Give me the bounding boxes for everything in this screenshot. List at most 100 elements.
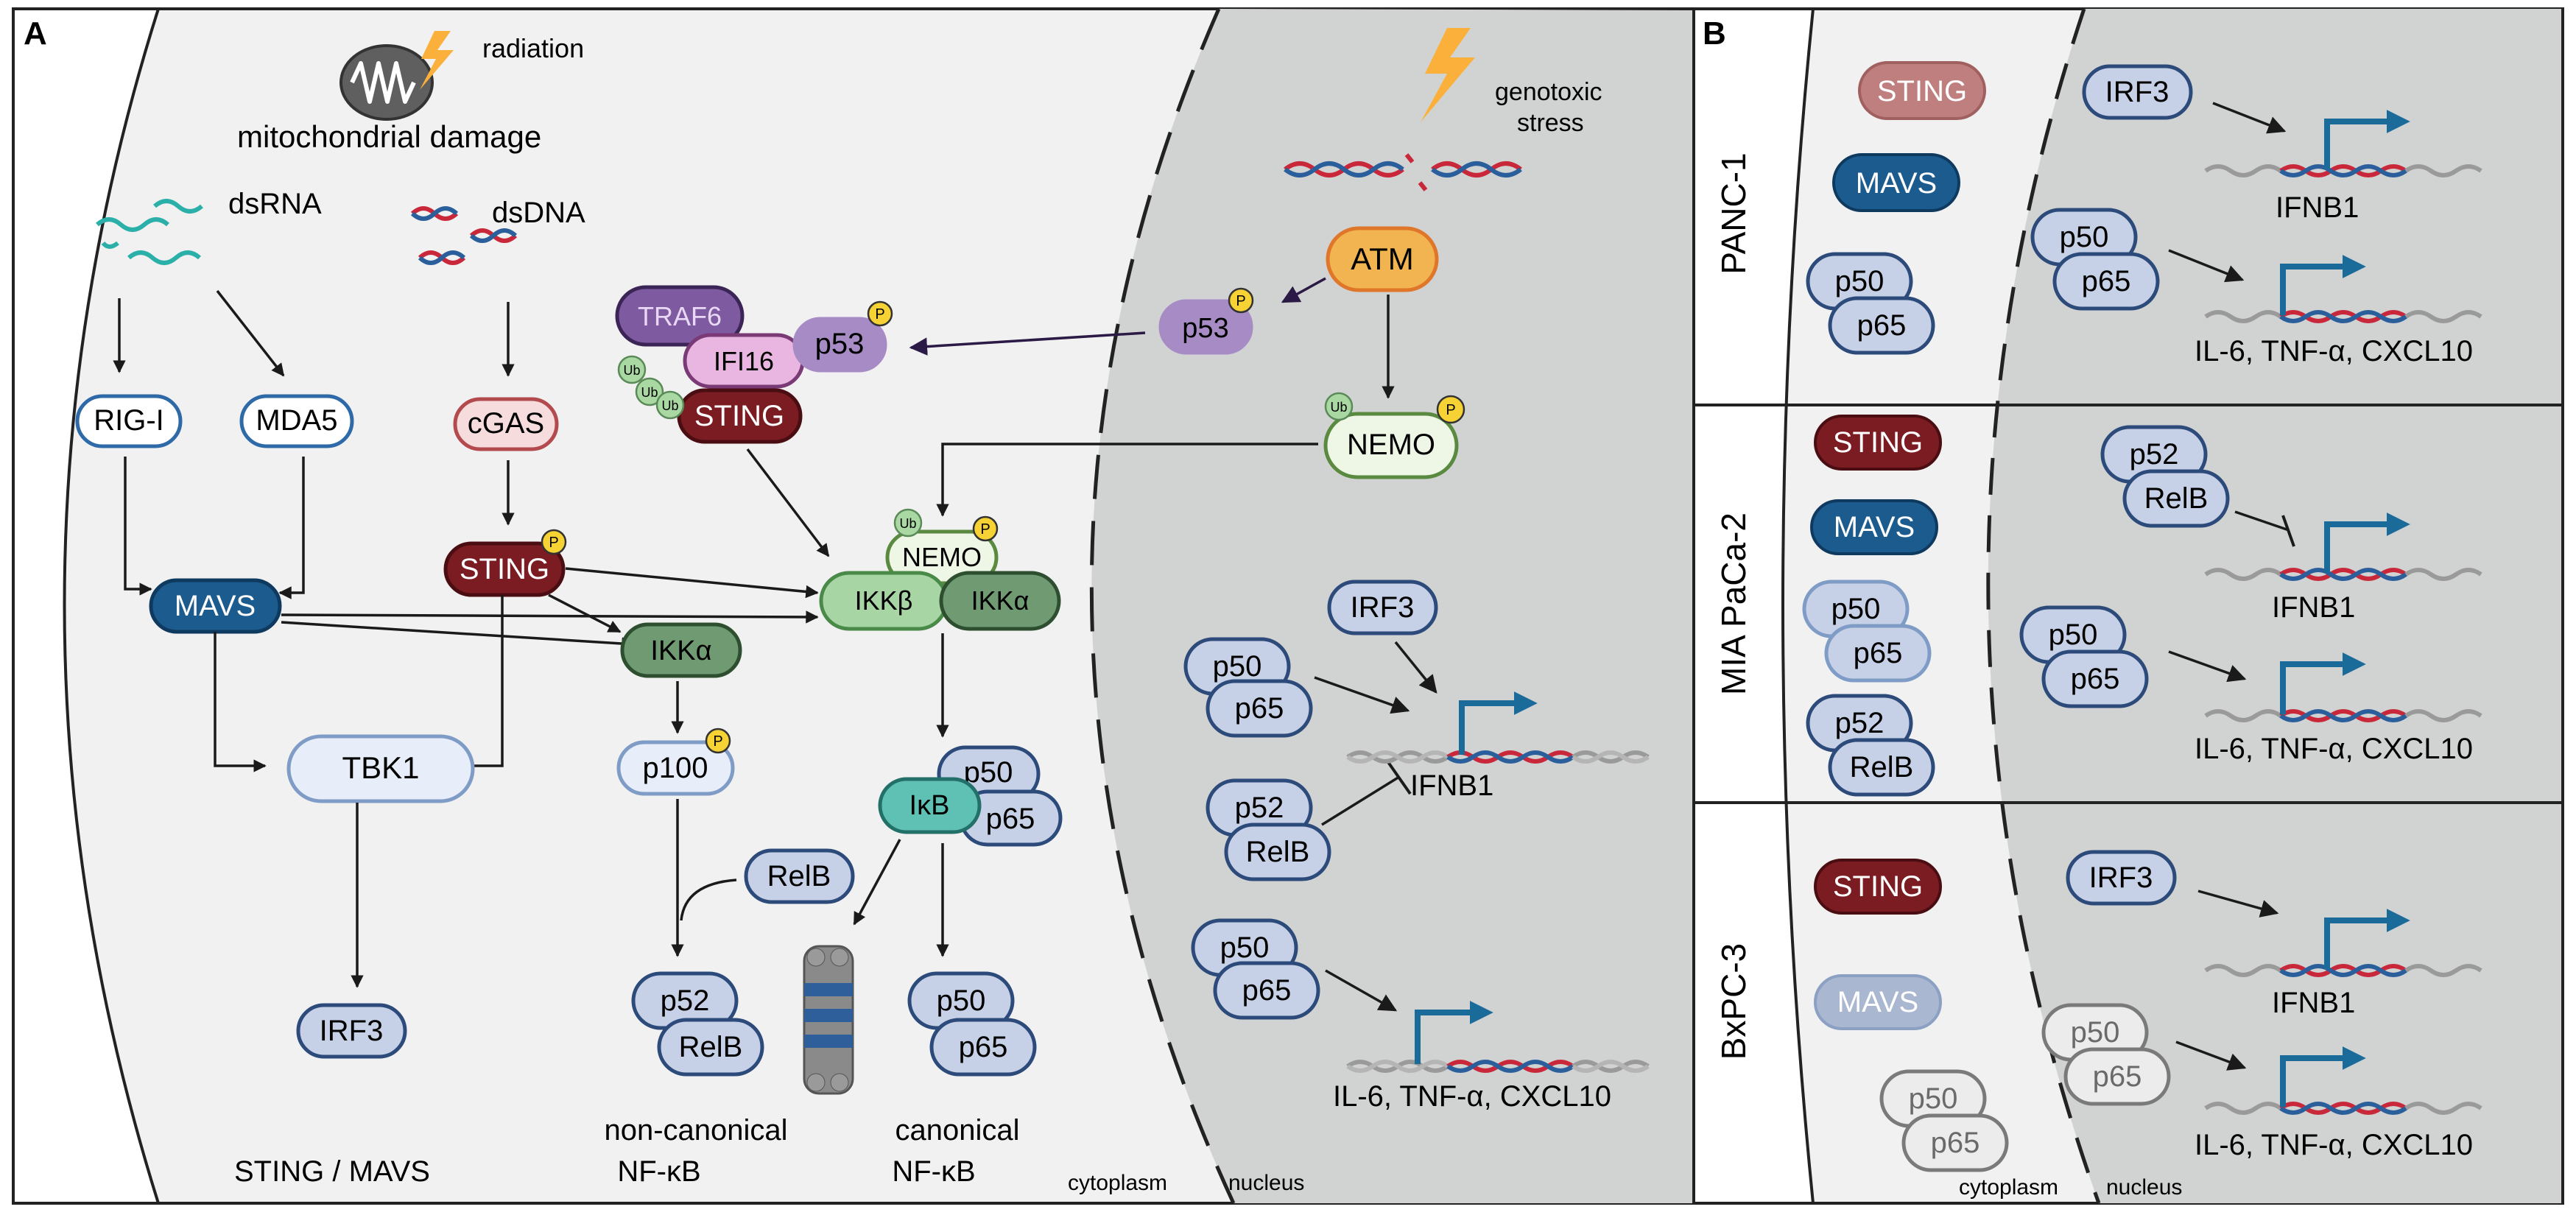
p65-ikb-label: p65 — [986, 803, 1035, 835]
irf3-nuc-node — [1327, 580, 1438, 635]
p65-label: p65 — [2071, 663, 2120, 695]
dsdna-icon — [410, 206, 518, 265]
p50-label: p50 — [1831, 593, 1881, 625]
sting-top-label: STING — [694, 400, 784, 432]
nucleus-label: nucleus — [2106, 1175, 2182, 1200]
ifnb1-label: IFNB1 — [2276, 191, 2359, 224]
ub-label: Ub — [641, 385, 658, 400]
cytokines-label: IL-6, TNF-α, CXCL10 — [2195, 335, 2473, 367]
mda5-node — [239, 394, 354, 448]
panel-a: A radiation mitochondrial damage dsRNA d… — [12, 7, 1695, 1205]
cytokines-label: IL-6, TNF-α, CXCL10 — [1333, 1080, 1611, 1113]
mavs-label: MAVS — [175, 590, 256, 622]
p100-node — [616, 740, 735, 796]
damaged-dna-icon — [1284, 153, 1522, 191]
p65-label: p65 — [2082, 265, 2131, 297]
traf6-label: TRAF6 — [638, 301, 722, 331]
p53-nuc-label: p53 — [1182, 313, 1228, 344]
phospho-label: P — [1236, 293, 1245, 309]
mavs-label: MAVS — [1856, 167, 1937, 200]
nuclear-envelope — [1089, 7, 1236, 1205]
ub-label: Ub — [661, 398, 678, 413]
rig-i-label: RIG-I — [94, 404, 164, 437]
p50-canon-label: p50 — [937, 985, 986, 1017]
relb-nuc-label: RelB — [1246, 836, 1310, 868]
irf3-left-label: IRF3 — [320, 1015, 384, 1047]
phospho-label: P — [980, 521, 990, 538]
p50-nuc2-label: p50 — [1220, 932, 1270, 964]
p52-label: p52 — [2130, 438, 2179, 471]
tbk1-label: TBK1 — [342, 750, 419, 785]
noncanonical-label-2: NF-κB — [617, 1155, 700, 1188]
ikka-complex-label: IKKα — [971, 585, 1030, 616]
cgas-label: cGAS — [468, 407, 544, 440]
ubiquitin-chain: Ub Ub Ub — [617, 355, 685, 420]
gene-ifnb1-dna — [2204, 964, 2482, 977]
radiation-label: radiation — [482, 33, 584, 63]
p50-ikb-label: p50 — [964, 756, 1013, 789]
gene-cytokine-dna — [2204, 310, 2482, 323]
sting-label: STING — [1833, 426, 1923, 459]
relb-2-node — [657, 1018, 764, 1077]
sting-mid-node — [443, 541, 566, 597]
proteasome-icon — [803, 945, 854, 1095]
ikka-left-node — [620, 622, 742, 678]
cytoplasm-label: cytoplasm — [1959, 1175, 2058, 1200]
relb-nuc-node — [1224, 823, 1331, 881]
p65-label: p65 — [1854, 637, 1903, 669]
nucleus-label: nucleus — [1228, 1171, 1304, 1195]
p50-label: p50 — [2060, 221, 2109, 253]
ifnb1-label: IFNB1 — [2272, 987, 2355, 1019]
atm-label: ATM — [1351, 242, 1414, 276]
canonical-label-2: NF-κB — [892, 1155, 975, 1188]
gene-cytokine-dna — [1346, 1060, 1650, 1073]
gene-cytokine-dna — [2204, 709, 2482, 722]
row-panc1: PANC-1 STING MAVS p50 p65 IRF3 IFNB1 p50 — [1714, 61, 2482, 367]
mavs-label: MAVS — [1837, 986, 1918, 1018]
atm-node — [1326, 226, 1439, 292]
ifnb1-label: IFNB1 — [2272, 591, 2355, 624]
relb-2-label: RelB — [679, 1031, 743, 1063]
row-bxpc3: BxPC-3 STING MAVS p50 p65 IRF3 IFNB1 p50 — [1714, 850, 2482, 1172]
cell-line-label: PANC-1 — [1714, 152, 1753, 274]
phospho-label: P — [1446, 402, 1455, 418]
transcription-start-arrow — [1459, 691, 1538, 755]
ikka-left-label: IKKα — [650, 635, 711, 666]
genotoxic-label-2: stress — [1517, 109, 1584, 137]
cell-line-label: MIA PaCa-2 — [1714, 513, 1753, 695]
ub-label: Ub — [899, 516, 916, 531]
p53-nuc-node — [1158, 299, 1253, 355]
tbk1-node — [286, 734, 475, 803]
ub-label: Ub — [623, 363, 640, 378]
p50-label: p50 — [2049, 619, 2098, 651]
p65-canon-label: p65 — [959, 1031, 1008, 1063]
relb-label: RelB — [2144, 482, 2209, 515]
ub-label: Ub — [1330, 400, 1347, 415]
sting-label: STING — [1833, 870, 1923, 903]
p65-label: p65 — [1857, 309, 1907, 342]
ifnb1-label: IFNB1 — [1410, 770, 1493, 802]
p65-nuc2-node — [1213, 961, 1320, 1020]
ikb-label: IκB — [909, 790, 950, 821]
panel-b-label: B — [1703, 15, 1726, 52]
lightning-icon — [1421, 28, 1475, 122]
mavs-node — [1832, 153, 1960, 212]
p52-label: p52 — [661, 985, 710, 1017]
p52-nuc-label: p52 — [1235, 792, 1284, 824]
p65-label: p65 — [2093, 1060, 2142, 1093]
irf3-label: IRF3 — [2105, 76, 2169, 108]
p52-label: p52 — [1835, 707, 1885, 739]
mitochondrion-icon — [339, 44, 434, 121]
noncanonical-label-1: non-canonical — [604, 1114, 787, 1147]
irf3-nuc-label: IRF3 — [1351, 591, 1415, 624]
cytoplasm-label: cytoplasm — [1068, 1171, 1167, 1195]
ikka-complex-node — [939, 571, 1061, 631]
p50-nuc1-label: p50 — [1213, 650, 1262, 683]
dsdna-label: dsDNA — [492, 197, 585, 229]
phospho-label: P — [875, 306, 884, 323]
panel-b: B PANC-1 STING MAVS p50 p65 IRF3 IFNB1 — [1692, 7, 2564, 1205]
lightning-icon — [420, 31, 454, 90]
cytokines-label: IL-6, TNF-α, CXCL10 — [2195, 733, 2473, 765]
p53-complex-label: p53 — [815, 328, 865, 360]
